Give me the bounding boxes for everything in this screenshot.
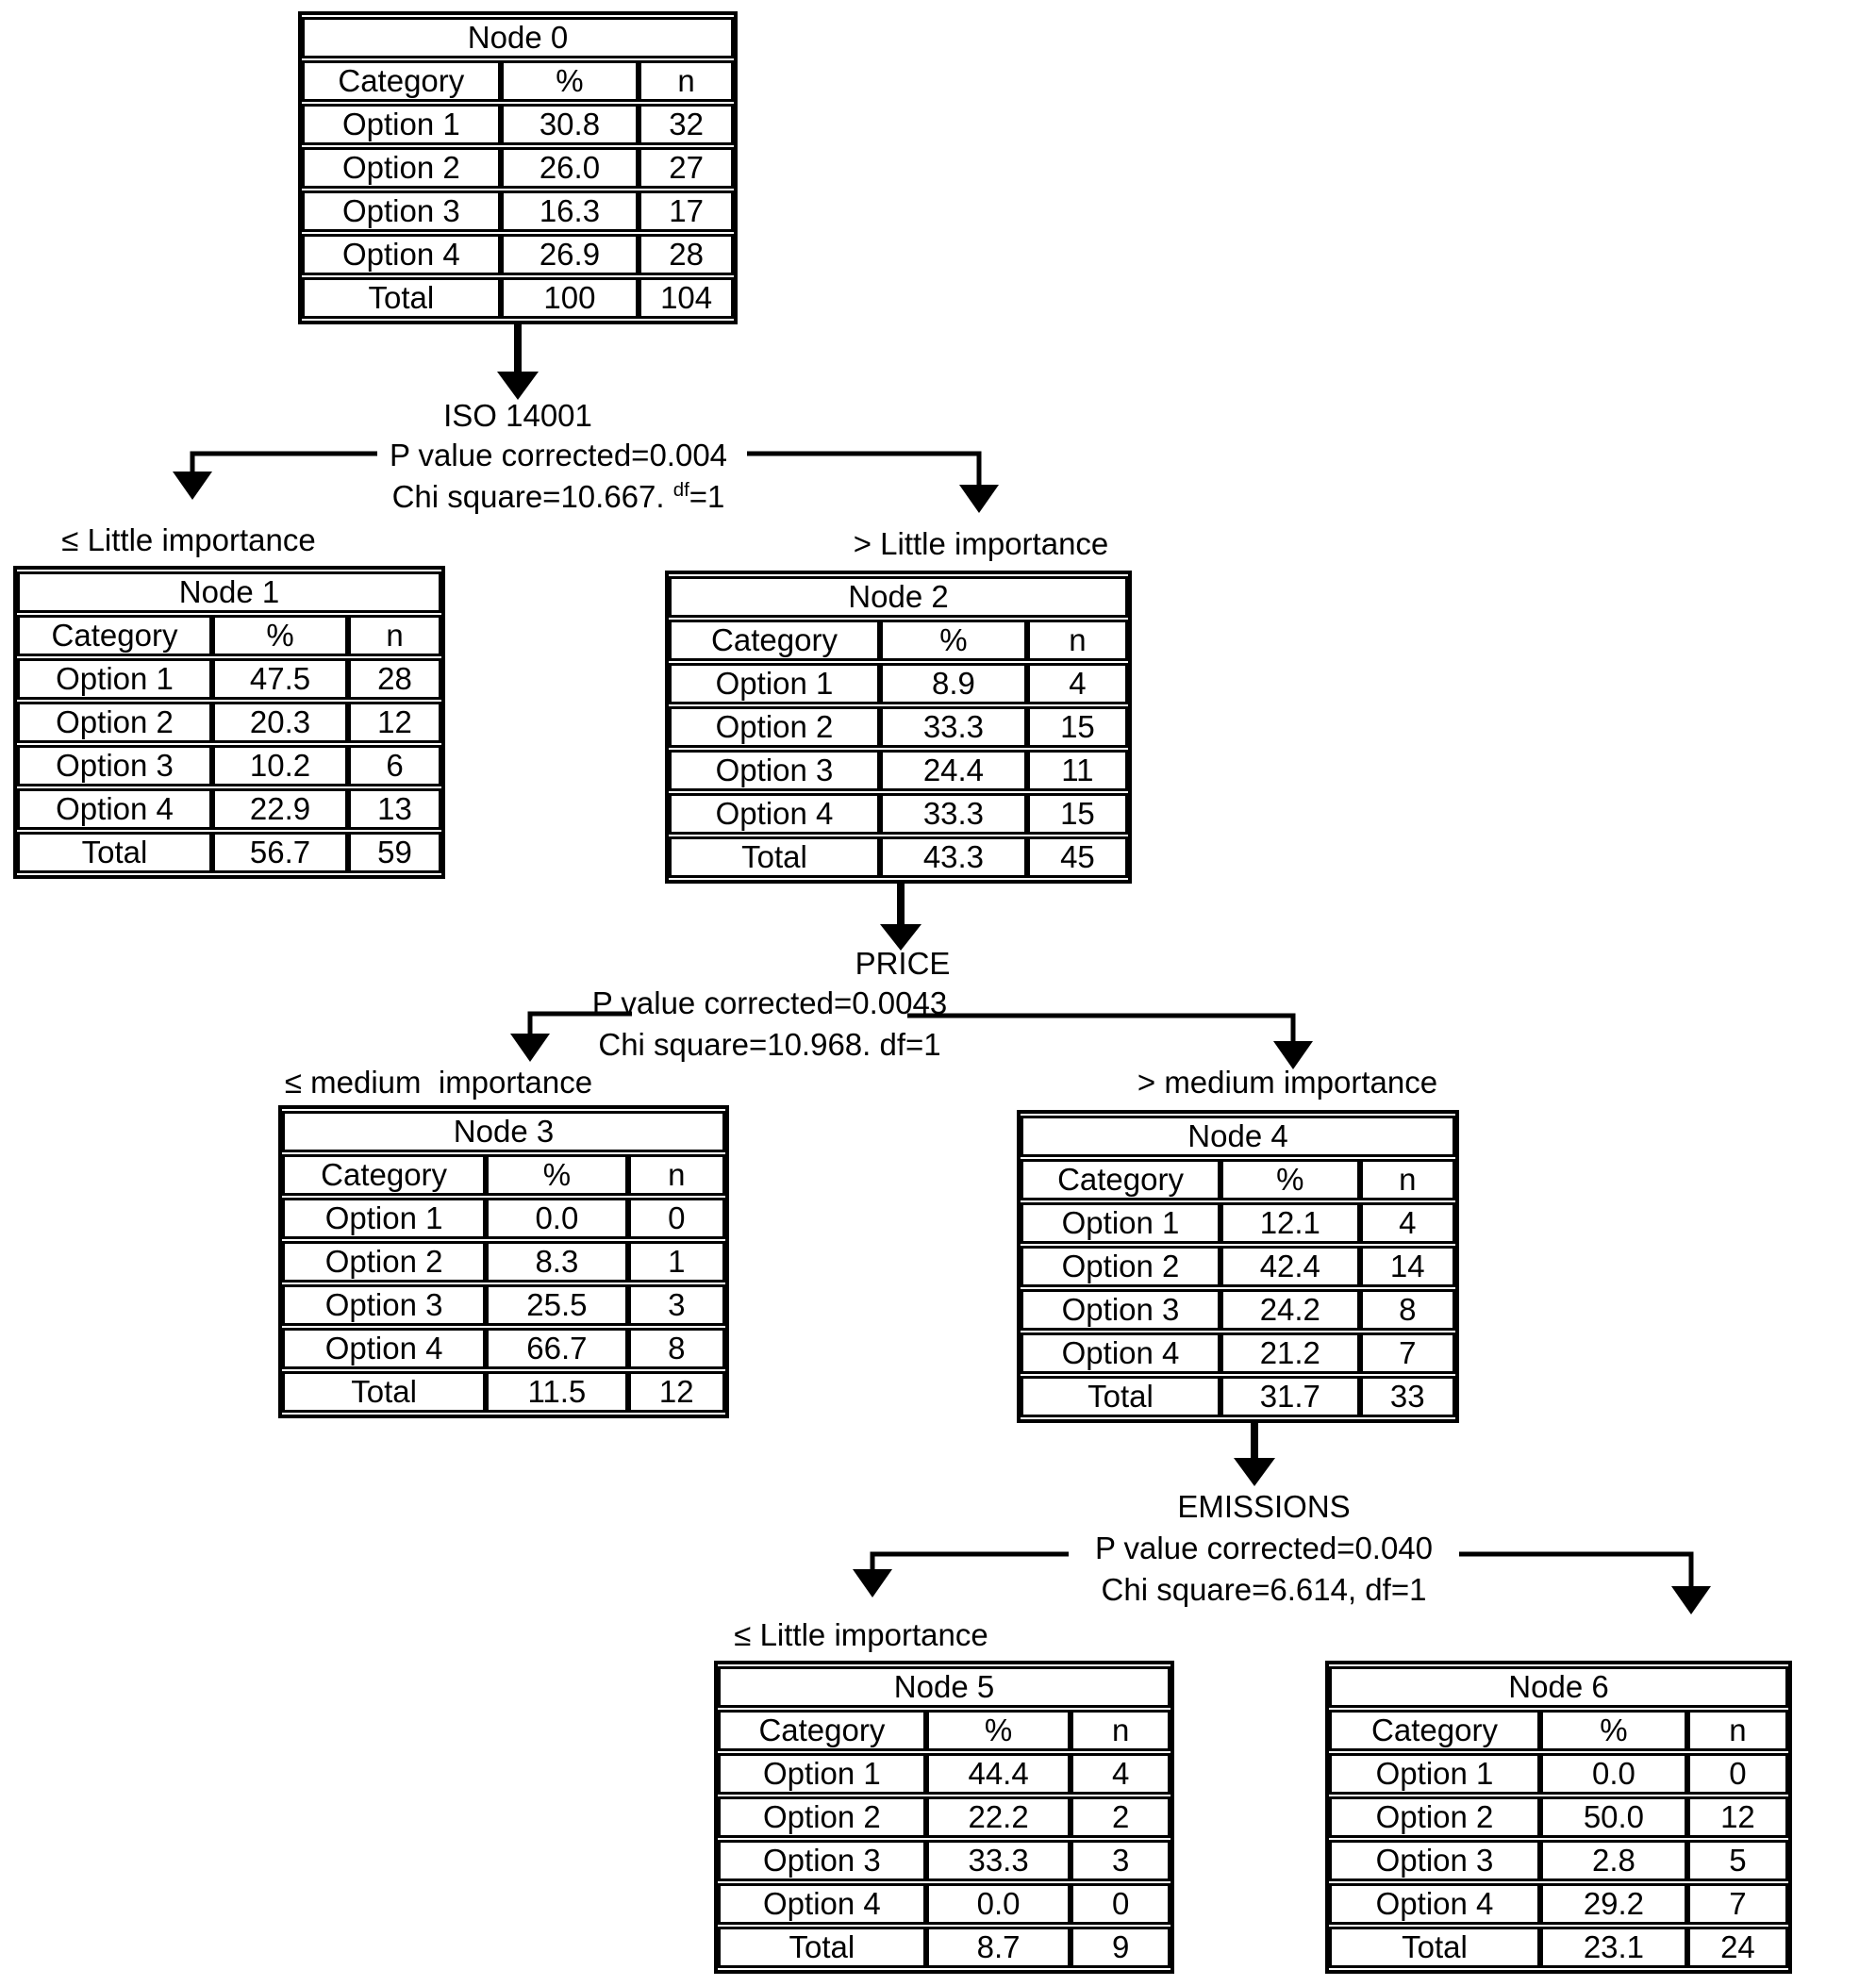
table-row: Option 1 0.0 0: [1329, 1753, 1788, 1795]
table-row: Total 8.7 9: [718, 1927, 1170, 1968]
split-chisquare-price: Chi square=10.968. df=1: [598, 1027, 941, 1062]
table-row: Option 1 44.4 4: [718, 1753, 1170, 1795]
table-row: Option 2 26.0 27: [302, 147, 734, 189]
node-5-table: Node 5 Category % n Option 1 44.4 4 Opti…: [714, 1661, 1174, 1974]
column-header: Category: [718, 1710, 926, 1751]
column-header: Category: [302, 60, 501, 102]
table-row: Option 2 22.2 2: [718, 1796, 1170, 1838]
connector-node2-price: [880, 884, 921, 951]
column-header: %: [880, 620, 1027, 661]
table-row: Option 1 30.8 32: [302, 104, 734, 145]
table-row: Option 3 2.8 5: [1329, 1840, 1788, 1881]
node-0-table: Node 0 Category % n Option 1 30.8 32 Opt…: [298, 11, 738, 324]
table-row: Option 4 0.0 0: [718, 1883, 1170, 1925]
split-chisquare-emissions: Chi square=6.614, df=1: [1101, 1572, 1427, 1607]
branch-label-node1: ≤ Little importance: [61, 522, 316, 557]
table-row: Option 3 25.5 3: [282, 1284, 725, 1326]
table-row: Option 4 26.9 28: [302, 234, 734, 275]
table-row: Total 100 104: [302, 277, 734, 319]
column-header: n: [1071, 1710, 1170, 1751]
column-header: %: [500, 60, 639, 102]
branch-label-node3: ≤ medium importance: [284, 1065, 593, 1100]
branch-label-node2: > Little importance: [853, 526, 1109, 561]
table-row: Option 4 66.7 8: [282, 1328, 725, 1369]
column-header: n: [1359, 1159, 1455, 1200]
table-row: Total 23.1 24: [1329, 1927, 1788, 1968]
column-header: Category: [1329, 1710, 1541, 1751]
column-header: %: [1540, 1710, 1687, 1751]
split-chisquare-iso: Chi square=10.667. df=1: [391, 479, 725, 514]
column-header: n: [348, 615, 441, 656]
connector-node0-iso: [497, 324, 539, 400]
table-row: Option 3 24.2 8: [1021, 1289, 1455, 1331]
table-row: Option 1 8.9 4: [669, 663, 1128, 704]
node-3-table: Node 3 Category % n Option 1 0.0 0 Optio…: [278, 1105, 729, 1418]
node-title: Node 6: [1329, 1666, 1788, 1708]
node-title: Node 1: [17, 571, 441, 613]
column-header: n: [1686, 1710, 1788, 1751]
table-row: Option 1 12.1 4: [1021, 1202, 1455, 1244]
column-header: n: [627, 1154, 725, 1196]
table-row: Total 56.7 59: [17, 832, 441, 873]
table-row: Option 3 24.4 11: [669, 750, 1128, 791]
node-2-table: Node 2 Category % n Option 1 8.9 4 Optio…: [665, 571, 1132, 884]
column-header: n: [1026, 620, 1128, 661]
table-row: Option 2 8.3 1: [282, 1241, 725, 1283]
table-row: Option 2 50.0 12: [1329, 1796, 1788, 1838]
table-row: Option 4 21.2 7: [1021, 1332, 1455, 1374]
connector-iso-right: [747, 451, 999, 513]
table-row: Total 43.3 45: [669, 836, 1128, 878]
branch-label-node5: ≤ Little importance: [734, 1617, 988, 1652]
table-row: Total 31.7 33: [1021, 1376, 1455, 1417]
node-title: Node 3: [282, 1111, 725, 1152]
connector-node4-emissions: [1234, 1416, 1275, 1486]
node-6-table: Node 6 Category % n Option 1 0.0 0 Optio…: [1325, 1661, 1792, 1974]
table-row: Total 11.5 12: [282, 1371, 725, 1413]
column-header: Category: [1021, 1159, 1221, 1200]
table-row: Option 4 29.2 7: [1329, 1883, 1788, 1925]
column-header: Category: [17, 615, 212, 656]
table-row: Option 2 42.4 14: [1021, 1246, 1455, 1287]
split-variable-emissions: EMISSIONS: [1177, 1489, 1351, 1524]
table-row: Option 3 33.3 3: [718, 1840, 1170, 1881]
column-header: %: [212, 615, 348, 656]
connector-iso-left: [173, 451, 377, 500]
column-header: n: [639, 60, 734, 102]
node-1-table: Node 1 Category % n Option 1 47.5 28 Opt…: [13, 566, 445, 879]
split-variable-iso: ISO 14001: [443, 398, 592, 433]
column-header: Category: [669, 620, 881, 661]
node-title: Node 4: [1021, 1116, 1455, 1157]
table-row: Option 3 16.3 17: [302, 190, 734, 232]
node-title: Node 0: [302, 17, 734, 58]
table-row: Option 3 10.2 6: [17, 745, 441, 786]
table-row: Option 1 47.5 28: [17, 658, 441, 700]
table-row: Option 2 33.3 15: [669, 706, 1128, 748]
node-4-table: Node 4 Category % n Option 1 12.1 4 Opti…: [1017, 1110, 1459, 1423]
column-header: Category: [282, 1154, 487, 1196]
column-header: %: [486, 1154, 628, 1196]
node-title: Node 2: [669, 576, 1128, 618]
column-header: %: [925, 1710, 1071, 1751]
table-row: Option 1 0.0 0: [282, 1198, 725, 1239]
split-pvalue-price: P value corrected=0.0043: [591, 985, 948, 1020]
split-pvalue-emissions: P value corrected=0.040: [1094, 1531, 1434, 1565]
split-variable-price: PRICE: [855, 946, 951, 981]
node-title: Node 5: [718, 1666, 1170, 1708]
table-row: Option 4 22.9 13: [17, 788, 441, 830]
branch-label-node4: > medium importance: [1137, 1065, 1438, 1100]
table-row: Option 2 20.3 12: [17, 702, 441, 743]
split-pvalue-iso: P value corrected=0.004: [389, 438, 728, 472]
table-row: Option 4 33.3 15: [669, 793, 1128, 835]
column-header: %: [1220, 1159, 1360, 1200]
